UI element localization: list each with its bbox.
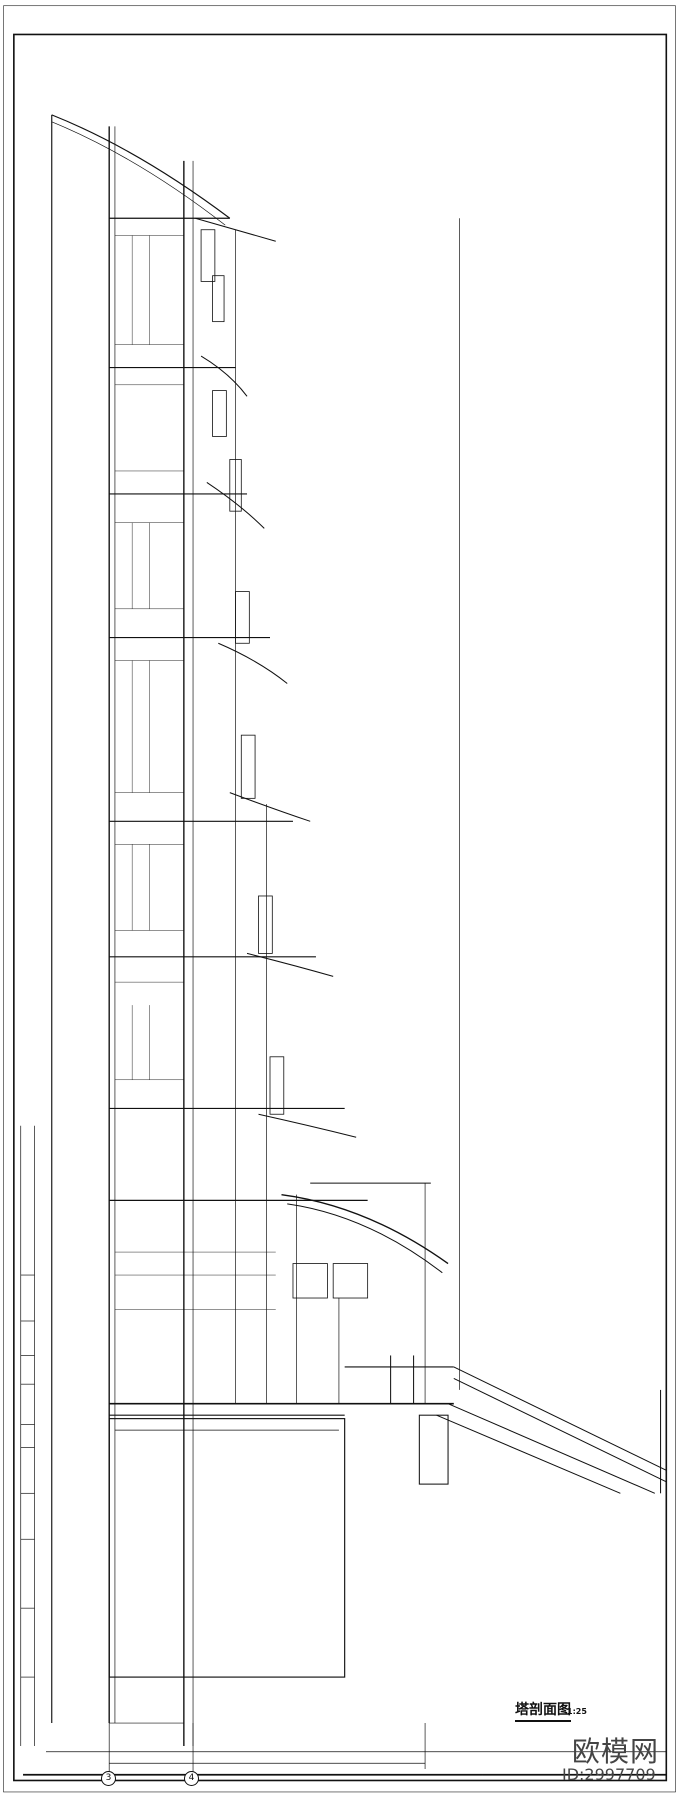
top-roof [51,114,231,219]
basement [108,1418,346,1678]
watermark-brand: 欧模网 [572,1735,660,1768]
watermark-id: ID:2997709 [562,1765,656,1784]
inner-frame [13,33,668,1782]
grid-axis-3: 3 [101,1771,116,1786]
drawing-scale: 1:25 [567,1707,587,1716]
stairs [344,1355,667,1494]
brackets [200,229,369,1299]
floor-lines [109,217,454,1416]
title-block [20,1125,35,1747]
drawing-title: 塔剖面图 [515,1699,571,1722]
outer-frame [3,5,676,1793]
eaves [195,217,449,1274]
grid-axis-4: 4 [184,1771,199,1786]
